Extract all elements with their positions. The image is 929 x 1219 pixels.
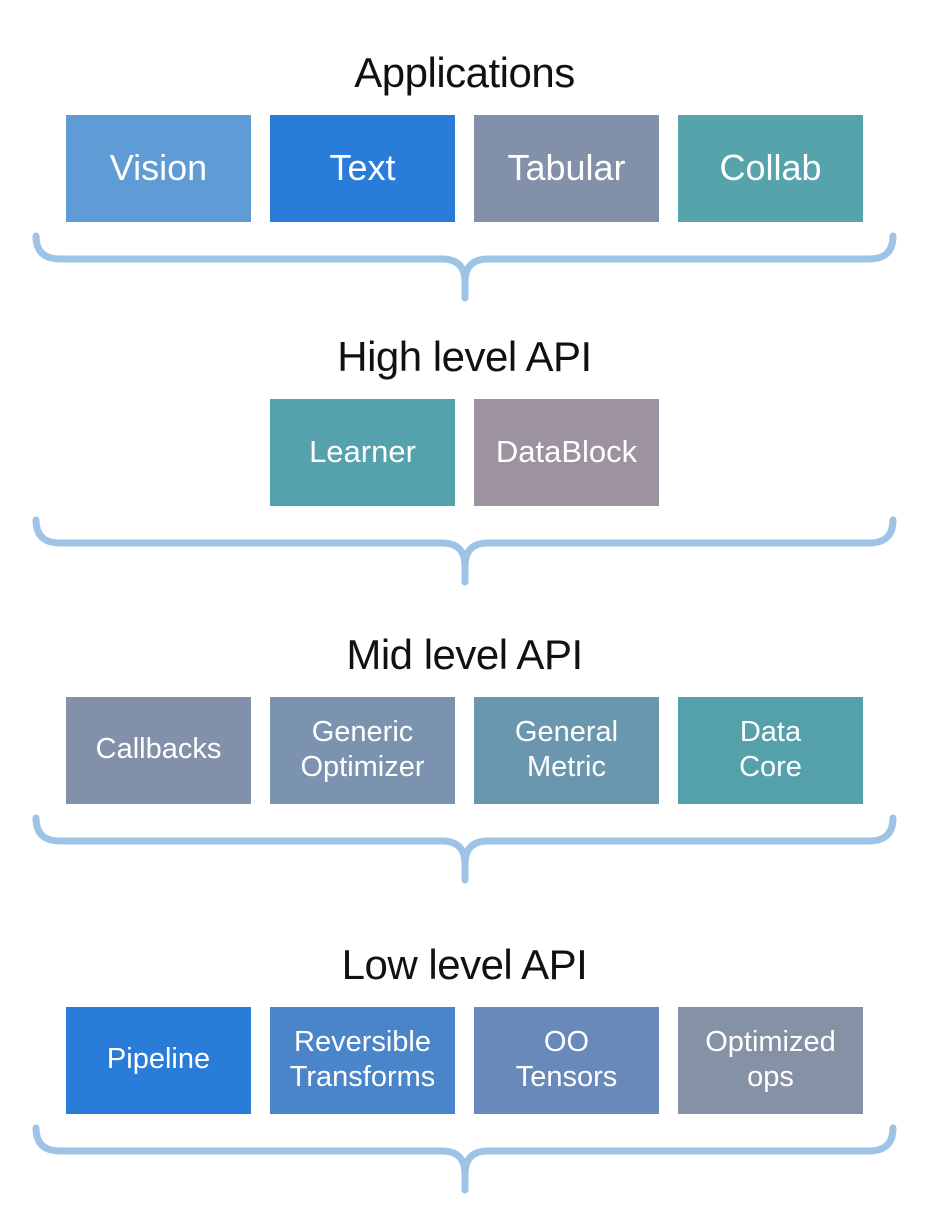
box-row: Callbacks Generic Optimizer General Metr… xyxy=(0,696,929,804)
box-label: General Metric xyxy=(514,715,619,784)
section-low-level-api: Low level API Pipeline Reversible Transf… xyxy=(0,938,929,1194)
box-label: Text xyxy=(329,147,396,189)
box-learner: Learner xyxy=(270,398,455,506)
box-label: Vision xyxy=(109,147,208,189)
brace-icon xyxy=(32,1124,897,1194)
section-mid-level-api: Mid level API Callbacks Generic Optimize… xyxy=(0,628,929,884)
box-data-core: Data Core xyxy=(678,696,863,804)
box-vision: Vision xyxy=(66,114,251,222)
brace-icon xyxy=(32,814,897,884)
box-optimized-ops: Optimized ops xyxy=(678,1006,863,1114)
box-pipeline: Pipeline xyxy=(66,1006,251,1114)
box-datablock: DataBlock xyxy=(474,398,659,506)
section-title: Applications xyxy=(354,49,575,96)
box-label: Optimized ops xyxy=(705,1025,836,1094)
section-high-level-api: High level API Learner DataBlock xyxy=(0,330,929,586)
box-label: Learner xyxy=(309,434,416,470)
section-title: High level API xyxy=(337,333,592,380)
box-tabular: Tabular xyxy=(474,114,659,222)
box-row: Learner DataBlock xyxy=(0,398,929,506)
box-label: OO Tensors xyxy=(515,1025,618,1094)
box-label: Generic Optimizer xyxy=(300,715,425,784)
box-label: DataBlock xyxy=(495,434,638,470)
box-general-metric: General Metric xyxy=(474,696,659,804)
brace-icon xyxy=(32,516,897,586)
box-generic-optimizer: Generic Optimizer xyxy=(270,696,455,804)
box-label: Data Core xyxy=(739,715,802,784)
box-oo-tensors: OO Tensors xyxy=(474,1006,659,1114)
box-label: Pipeline xyxy=(106,1043,211,1076)
section-title: Mid level API xyxy=(346,631,583,678)
box-collab: Collab xyxy=(678,114,863,222)
box-label: Tabular xyxy=(507,147,626,189)
box-text: Text xyxy=(270,114,455,222)
brace-icon xyxy=(32,232,897,302)
section-title: Low level API xyxy=(341,941,588,988)
box-label: Reversible Transforms xyxy=(289,1025,436,1094)
box-reversible-transforms: Reversible Transforms xyxy=(270,1006,455,1114)
box-row: Vision Text Tabular Collab xyxy=(0,114,929,222)
box-label: Callbacks xyxy=(95,733,222,766)
box-row: Pipeline Reversible Transforms OO Tensor… xyxy=(0,1006,929,1114)
section-applications: Applications Vision Text Tabular Collab xyxy=(0,46,929,302)
box-label: Collab xyxy=(719,147,822,189)
box-callbacks: Callbacks xyxy=(66,696,251,804)
